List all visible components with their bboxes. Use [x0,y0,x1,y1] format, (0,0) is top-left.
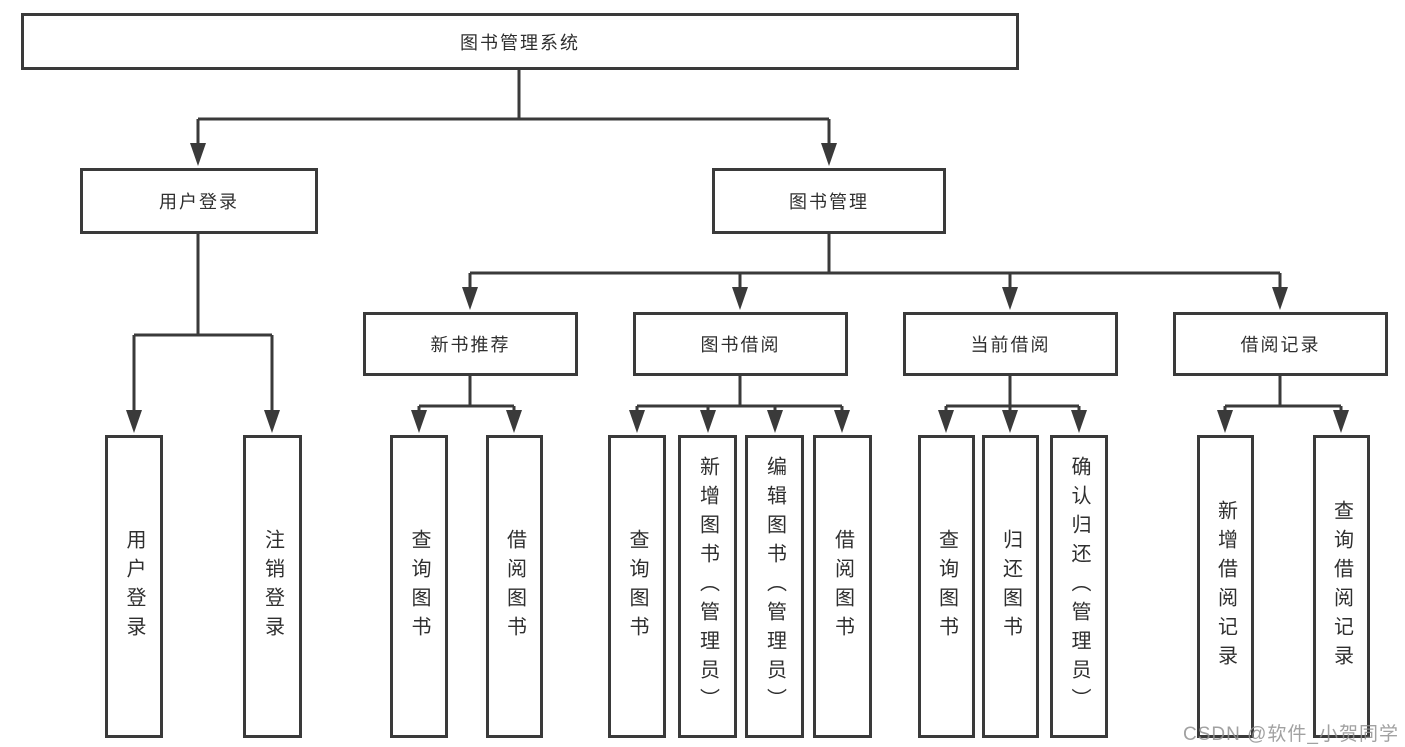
node-leaf-borrow-books-2: 借阅图书 [813,435,872,738]
node-label: 借阅图书 [831,528,854,645]
arrowhead-icon [411,410,427,433]
node-label: 编辑图书（管理员） [763,456,786,717]
node-new-book-recommend: 新书推荐 [363,312,578,376]
arrowhead-icon [938,410,954,433]
arrowhead-icon [1071,410,1087,433]
arrowhead-icon [629,410,645,433]
node-label: 查询图书 [408,528,430,645]
node-root-library-system: 图书管理系统 [21,13,1019,70]
node-leaf-query-books-1: 查询图书 [390,435,448,738]
node-leaf-borrow-books-1: 借阅图书 [486,435,543,738]
node-leaf-logout: 注销登录 [243,435,302,738]
arrowhead-icon [462,287,478,310]
arrowhead-icon [1002,287,1018,310]
node-leaf-query-borrow-record: 查询借阅记录 [1313,435,1370,738]
arrowhead-icon [1272,287,1288,310]
node-book-management: 图书管理 [712,168,946,234]
node-label: 归还图书 [999,528,1022,645]
node-user-login: 用户登录 [80,168,318,234]
arrowhead-icon [732,287,748,310]
csdn-watermark: CSDN @软件_小贺同学 [1183,724,1399,745]
node-leaf-confirm-return-admin: 确认归还（管理员） [1050,435,1108,738]
arrowhead-icon [1217,410,1233,433]
arrowhead-icon [767,410,783,433]
node-label: 借阅图书 [503,528,526,645]
node-label: 图书管理系统 [460,32,580,53]
node-label: 查询图书 [626,528,648,645]
node-leaf-query-books-3: 查询图书 [918,435,975,738]
arrowhead-icon [821,143,837,166]
node-leaf-add-books-admin: 新增图书（管理员） [678,435,737,738]
node-borrow-record: 借阅记录 [1173,312,1388,376]
node-label: 借阅记录 [1240,335,1321,355]
node-label: 查询图书 [935,528,958,645]
node-label: 查询借阅记录 [1330,499,1353,674]
arrowhead-icon [264,410,280,433]
node-label: 新增借阅记录 [1214,499,1237,674]
node-leaf-query-books-2: 查询图书 [608,435,666,738]
node-label: 新书推荐 [430,335,511,355]
arrowhead-icon [834,410,850,433]
node-label: 确认归还（管理员） [1068,456,1090,717]
arrowhead-icon [700,410,716,433]
node-label: 图书管理 [789,192,869,212]
arrowhead-icon [1333,410,1349,433]
node-leaf-return-books: 归还图书 [982,435,1039,738]
node-leaf-user-login: 用户登录 [105,435,163,738]
node-leaf-edit-books-admin: 编辑图书（管理员） [745,435,804,738]
node-label: 新增图书（管理员） [696,456,719,717]
node-label: 图书借阅 [700,335,781,355]
node-label: 用户登录 [123,528,145,645]
arrowhead-icon [126,410,142,433]
arrowhead-icon [1002,410,1018,433]
node-current-borrow: 当前借阅 [903,312,1118,376]
node-label: 注销登录 [261,528,284,645]
arrowhead-icon [190,143,206,166]
node-label: 用户登录 [159,192,239,212]
node-label: 当前借阅 [970,335,1051,355]
node-leaf-add-borrow-record: 新增借阅记录 [1197,435,1254,738]
arrowhead-icon [506,410,522,433]
node-book-borrow: 图书借阅 [633,312,848,376]
